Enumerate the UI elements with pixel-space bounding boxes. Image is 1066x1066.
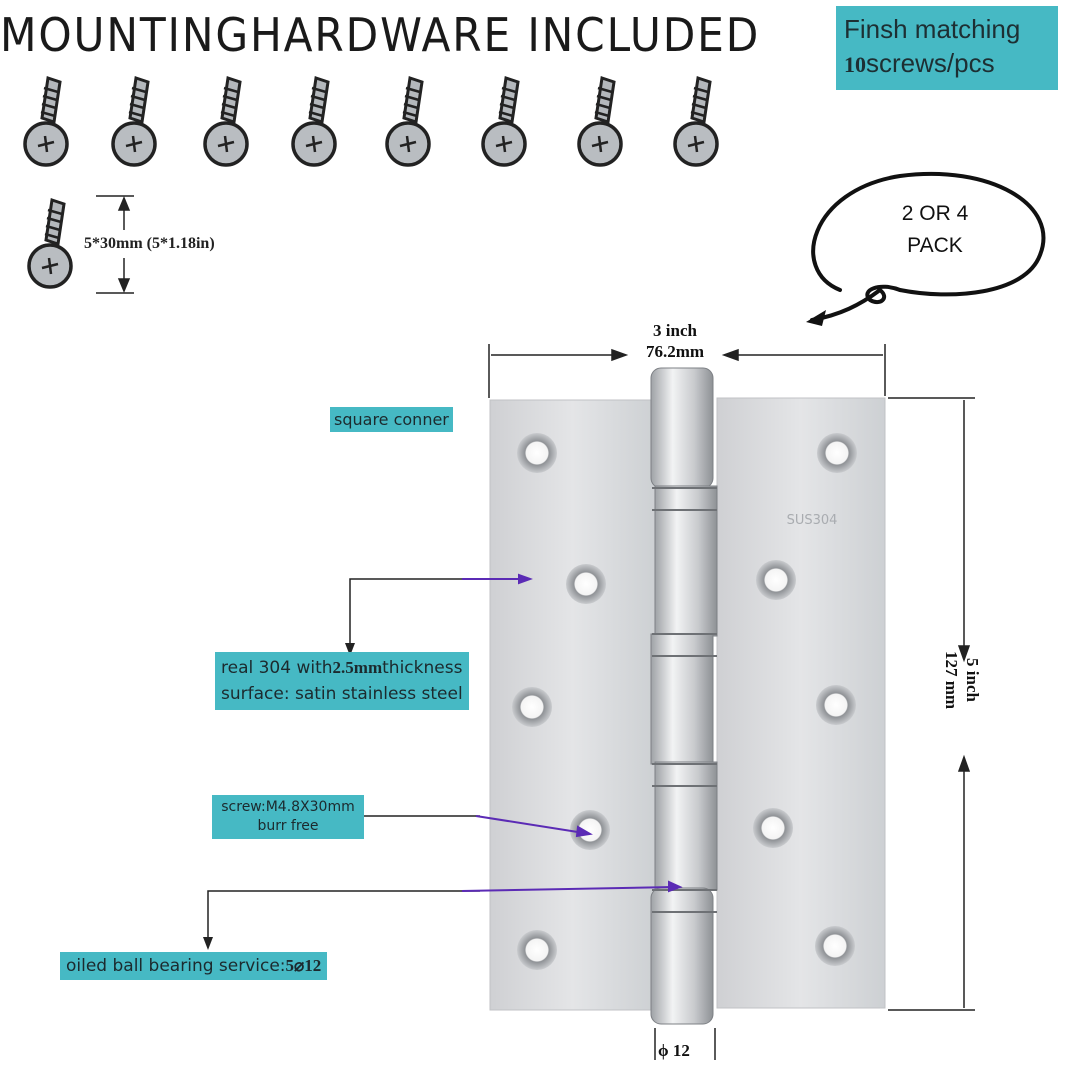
- screw-icon: [23, 76, 69, 167]
- screw-spec-callout: screw:M4.8X30mm burr free: [212, 795, 364, 839]
- pin-dimension: [654, 1028, 716, 1060]
- screw-icon: [385, 76, 431, 167]
- finish-matching-badge: Finsh matching 10screws/pcs: [836, 6, 1058, 90]
- width-dimension: [488, 344, 886, 398]
- material-stamp: SUS304: [787, 513, 838, 528]
- thickness-word: thickness: [382, 658, 463, 678]
- hinge-knuckle: [650, 367, 714, 489]
- screw-length-dimension: [96, 195, 134, 294]
- width-inch: 3 inch: [653, 321, 697, 340]
- screw-hole: [517, 433, 557, 473]
- bearing-arrow-icon: [203, 937, 213, 950]
- screw-icon: [577, 76, 623, 167]
- bearing-leader: [207, 890, 480, 944]
- screw-icon: [203, 76, 249, 167]
- material-leader: [349, 578, 480, 648]
- screw-hole: [817, 433, 857, 473]
- screw-hole: [815, 926, 855, 966]
- screw-hole: [570, 810, 610, 850]
- material-arrow-icon: [345, 643, 355, 656]
- height-mm: 127 mm: [942, 650, 961, 710]
- width-mm: 76.2mm: [645, 342, 705, 361]
- height-label: 5 inch 127 mm: [941, 651, 983, 709]
- width-label: 3 inch 76.2mm: [615, 320, 735, 362]
- square-corner-callout: square conner: [330, 407, 453, 432]
- screw-hole: [512, 687, 552, 727]
- screw-icon: [481, 76, 527, 167]
- thickness-value: 2.5mm: [332, 658, 383, 677]
- hinge-knuckle: [650, 633, 714, 765]
- pin-diameter-label: ϕ 12: [658, 1041, 690, 1060]
- screw-size-label: 5*30mm (5*1.18in): [84, 235, 215, 252]
- screw-hole: [566, 564, 606, 604]
- screw-hole: [517, 930, 557, 970]
- bearing-size: ⌀12: [294, 956, 322, 975]
- screw-icon: [111, 76, 157, 167]
- material-line2: surface: satin stainless steel: [221, 684, 463, 704]
- bearing-callout: oiled ball bearing service:5⌀12: [60, 952, 328, 980]
- screw-spec-line2: burr free: [257, 818, 319, 834]
- pack-speech-bubble: [806, 171, 1046, 326]
- pack-line2: PACK: [907, 234, 963, 257]
- screw-hole: [816, 685, 856, 725]
- screw-spec-line1: screw:M4.8X30mm: [221, 799, 355, 815]
- screw-hole: [753, 808, 793, 848]
- screw-count: 10: [844, 52, 866, 77]
- material-callout: real 304 with2.5mmthickness surface: sat…: [215, 652, 469, 710]
- hinge: SUS304: [489, 367, 886, 1025]
- screw-icon: [27, 198, 73, 289]
- height-inch: 5 inch: [963, 658, 982, 702]
- finish-line1: Finsh matching: [844, 14, 1021, 44]
- finish-line2: 10screws/pcs: [844, 46, 1050, 82]
- screw-icon: [673, 76, 719, 167]
- material-line1: real 304 with2.5mmthickness: [221, 655, 463, 681]
- bearing-text: oiled ball bearing service:: [66, 956, 286, 976]
- screw-icon: [291, 76, 337, 167]
- hinge-knuckle: [650, 887, 714, 1025]
- height-dimension: [888, 397, 975, 1011]
- pack-label: 2 OR 4 PACK: [880, 198, 990, 262]
- hinge-right-leaf: [716, 397, 886, 1009]
- hinge-knuckle: [654, 761, 718, 891]
- material-prefix: real 304 with: [221, 658, 333, 678]
- pack-line1: 2 OR 4: [901, 202, 969, 225]
- bearing-count: 5: [285, 956, 295, 975]
- headline: MOUNTINGHARDWARE INCLUDED: [0, 8, 761, 62]
- screw-hole: [756, 560, 796, 600]
- screws-unit: screws/pcs: [866, 48, 995, 78]
- hinge-knuckle: [654, 485, 718, 637]
